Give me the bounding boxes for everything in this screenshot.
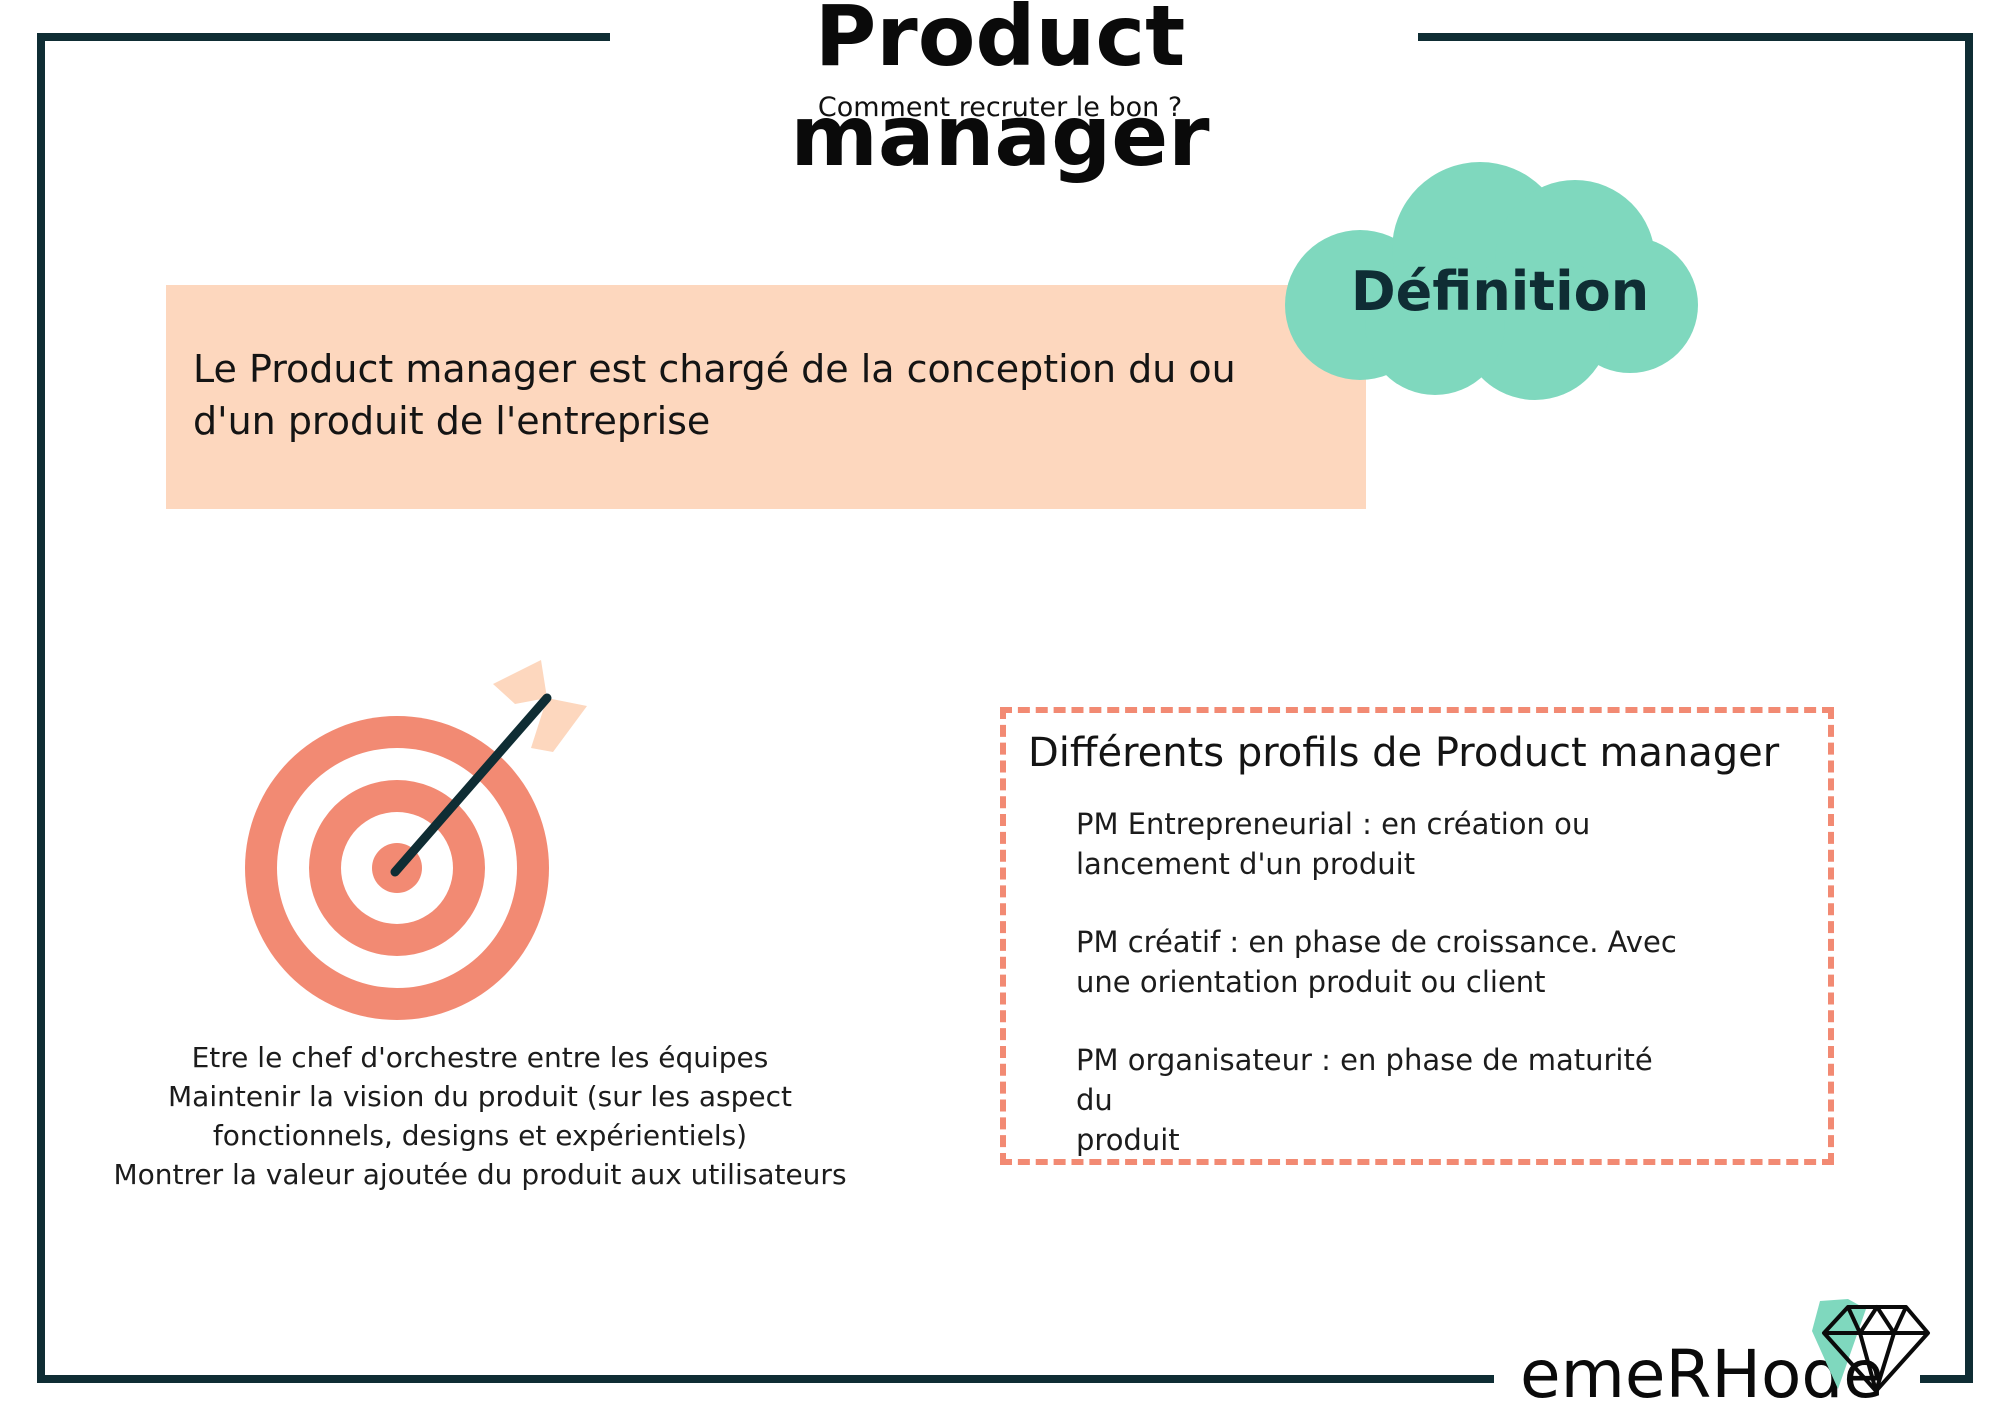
frame-bottom-right (1920, 1375, 1973, 1383)
definition-badge: Définition (1350, 260, 1650, 323)
profile-line: lancement d'un produit (1076, 847, 1416, 881)
mission-line: Montrer la valeur ajoutée du produit aux… (113, 1158, 847, 1191)
page-title: Product manager (790, 0, 1210, 185)
mission-line: Maintenir la vision du produit (sur les … (168, 1080, 792, 1113)
profile-line: une orientation produit ou client (1076, 965, 1546, 999)
definition-box (166, 285, 1366, 509)
profile-line: produit (1076, 1123, 1180, 1157)
diamond-icon (1812, 1299, 1930, 1393)
profile-item: PM Entrepreneurial : en création ou lanc… (1076, 804, 1696, 884)
frame-right (1965, 33, 1973, 1383)
frame-top-left (37, 33, 610, 41)
profiles-box (1000, 707, 1834, 1165)
profile-item: PM organisateur : en phase de maturité d… (1076, 1040, 1696, 1160)
mission-line: Etre le chef d'orchestre entre les équip… (191, 1041, 769, 1074)
mission-line: fonctionnels, designs et expérientiels) (212, 1119, 748, 1152)
frame-left (37, 33, 45, 1383)
definition-text: Le Product manager est chargé de la conc… (193, 347, 1236, 443)
profile-line: PM Entrepreneurial : en création ou (1076, 807, 1591, 841)
frame-top-right (1418, 33, 1973, 41)
missions-text: Etre le chef d'orchestre entre les équip… (90, 1038, 870, 1194)
profile-line: PM créatif : en phase de croissance. Ave… (1076, 925, 1677, 959)
page-subtitle: Comment recruter le bon ? (817, 92, 1183, 123)
profile-line: PM organisateur : en phase de maturité d… (1076, 1043, 1653, 1117)
target-with-arrow-icon (245, 660, 587, 1020)
cloud-shape (1285, 162, 1698, 400)
profile-item: PM créatif : en phase de croissance. Ave… (1076, 922, 1696, 1002)
profiles-title: Différents profils de Product manager (1028, 730, 1780, 776)
frame-bottom-left (37, 1375, 1494, 1383)
